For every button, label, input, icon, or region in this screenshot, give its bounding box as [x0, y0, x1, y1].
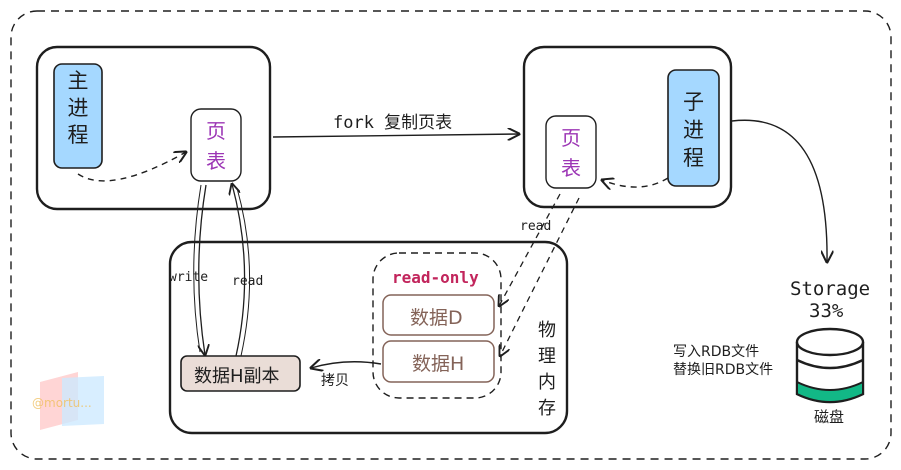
data-h-copy-label: 数据H副本 [194, 366, 280, 387]
outer-frame [10, 10, 892, 460]
read-only-group [372, 252, 502, 399]
copy-label: 拷贝 [321, 373, 349, 389]
memory-container [168, 240, 569, 435]
watermark-logo [40, 372, 104, 430]
fork-arrow [272, 134, 519, 137]
storage-title: Storage [790, 278, 871, 300]
memory-label: 物 理 内 存 [538, 320, 556, 419]
read-label-right: read [520, 219, 552, 234]
storage-note-2: 替换旧RDB文件 [673, 362, 774, 378]
read-only-label: read-only [392, 268, 479, 287]
disk-label: 磁盘 [814, 408, 845, 426]
data-h-copy-box [180, 355, 301, 392]
read-label-left: read [232, 274, 264, 289]
write-label: write [169, 270, 209, 285]
read-arrow-left [232, 184, 246, 357]
parent-process-label: 主 进 程 [67, 69, 89, 147]
read-arrow-left-shadow [236, 187, 251, 357]
parent-to-pagetable-arrow [77, 152, 186, 182]
read-arrow-to-d [499, 193, 561, 306]
data-h-box [382, 340, 495, 383]
child-process-label: 子 进 程 [683, 90, 704, 170]
watermark-text: @mortu... [32, 396, 92, 410]
child-to-pagetable-arrow [602, 178, 669, 187]
read-arrow-to-h [500, 197, 580, 356]
write-arrow-shadow [193, 184, 202, 353]
child-page-table-box [545, 115, 597, 189]
parent-container [35, 45, 272, 211]
disk-icon [795, 327, 865, 404]
child-process-box [667, 69, 720, 187]
data-d-label: 数据D [410, 307, 463, 329]
parent-process-box [53, 63, 103, 169]
parent-page-table-box [190, 108, 242, 182]
child-container [522, 45, 733, 209]
storage-percent: 33% [809, 300, 844, 322]
parent-page-table-label: 页 表 [206, 119, 226, 173]
data-h-label: 数据H [412, 353, 465, 375]
write-arrow [199, 184, 206, 355]
data-d-box [382, 294, 495, 336]
copy-arrow [311, 362, 382, 368]
storage-note-1: 写入RDB文件 [673, 344, 760, 360]
fork-label: fork 复制页表 [333, 113, 453, 133]
child-page-table-label: 页 表 [561, 126, 581, 180]
child-to-storage-arrow [731, 119, 827, 262]
